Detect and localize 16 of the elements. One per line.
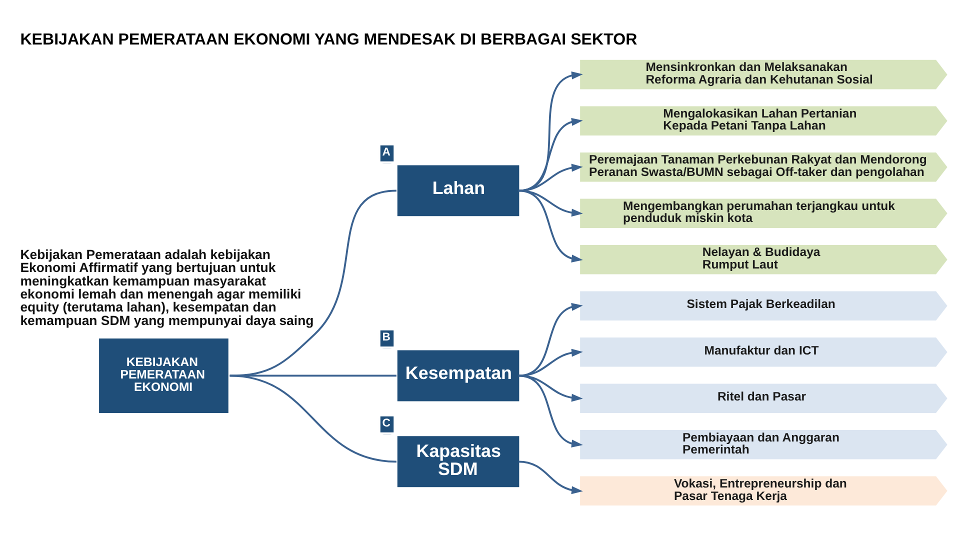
- arrow: [518, 190, 583, 262]
- label: Kebijakan Pemerataan adalah kebijakan Ekonomi Affirmatif yang bertujuan untuk meningkatkan kemampuan masyarakat ekonomi lemah dan menengah agar memiliki equity (terutama lahan), kesempatan dan kemampuan SDM yang mempunyai daya saing: [20, 246, 314, 328]
- node-box: KEBIJAKAN PEMERATAAN EKONOMI: [99, 338, 228, 414]
- arrow: [518, 303, 583, 377]
- node-label: C: [382, 417, 390, 430]
- diagram-title: KEBIJAKAN PEMERATAAN EKONOMI YANG MENDESAK DI BERBAGAI SEKTOR: [20, 30, 638, 48]
- connector: [230, 374, 397, 463]
- node-label: A: [382, 146, 390, 158]
- arrow: [518, 164, 583, 192]
- arrow: [518, 348, 583, 377]
- arrow: [518, 118, 583, 192]
- connector: [230, 190, 397, 377]
- arrow: [518, 374, 583, 448]
- arrow: [518, 460, 583, 494]
- arrow: [518, 71, 583, 192]
- node-label: B: [382, 331, 390, 344]
